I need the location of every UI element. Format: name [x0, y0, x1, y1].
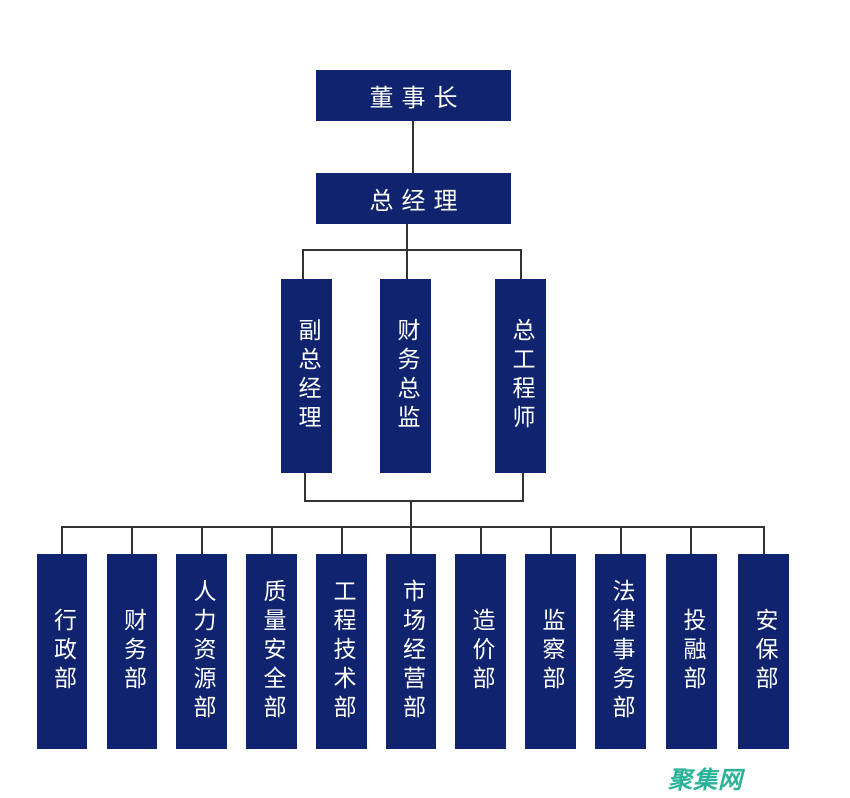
connector-dept-2 [201, 526, 203, 554]
connector-level2-top-bar [302, 249, 522, 251]
node-chairman: 董事长 [316, 70, 511, 121]
connector-dept-7 [550, 526, 552, 554]
node-dept-cost: 造价部 [455, 554, 506, 749]
connector-to-deputy-gm [302, 249, 304, 279]
node-deputy-general-manager: 副总经理 [281, 279, 332, 473]
connector-dept-8 [620, 526, 622, 554]
node-dept-investment: 投融部 [666, 554, 717, 749]
node-dept-engineering: 工程技术部 [316, 554, 367, 749]
connector-dept-4 [341, 526, 343, 554]
connector-gm-down [406, 224, 408, 251]
node-dept-hr: 人力资源部 [176, 554, 227, 749]
node-dept-quality-safety: 质量安全部 [246, 554, 297, 749]
connector-dept-0 [61, 526, 63, 554]
node-dept-supervision: 监察部 [525, 554, 576, 749]
node-general-manager: 总经理 [316, 173, 511, 224]
connector-chief-engineer-down [522, 473, 524, 502]
connector-to-cfo [406, 249, 408, 279]
connector-root-to-gm [412, 121, 414, 173]
connector-level2-bottom-bar [304, 500, 524, 502]
node-dept-security: 安保部 [738, 554, 789, 749]
connector-dept-5 [410, 526, 412, 554]
connector-departments-bar [61, 526, 765, 528]
node-chief-engineer: 总工程师 [495, 279, 546, 473]
connector-dept-10 [763, 526, 765, 554]
connector-deputy-gm-down [304, 473, 306, 502]
connector-dept-6 [480, 526, 482, 554]
connector-dept-3 [271, 526, 273, 554]
watermark-logo: 聚集网 [668, 766, 743, 794]
connector-dept-9 [690, 526, 692, 554]
connector-to-chief-engineer [520, 249, 522, 279]
node-dept-marketing: 市场经营部 [386, 554, 436, 749]
node-cfo: 财务总监 [380, 279, 431, 473]
node-dept-legal: 法律事务部 [595, 554, 646, 749]
connector-dept-1 [131, 526, 133, 554]
node-dept-finance: 财务部 [107, 554, 157, 749]
node-dept-admin: 行政部 [37, 554, 87, 749]
connector-to-departments [410, 500, 412, 527]
